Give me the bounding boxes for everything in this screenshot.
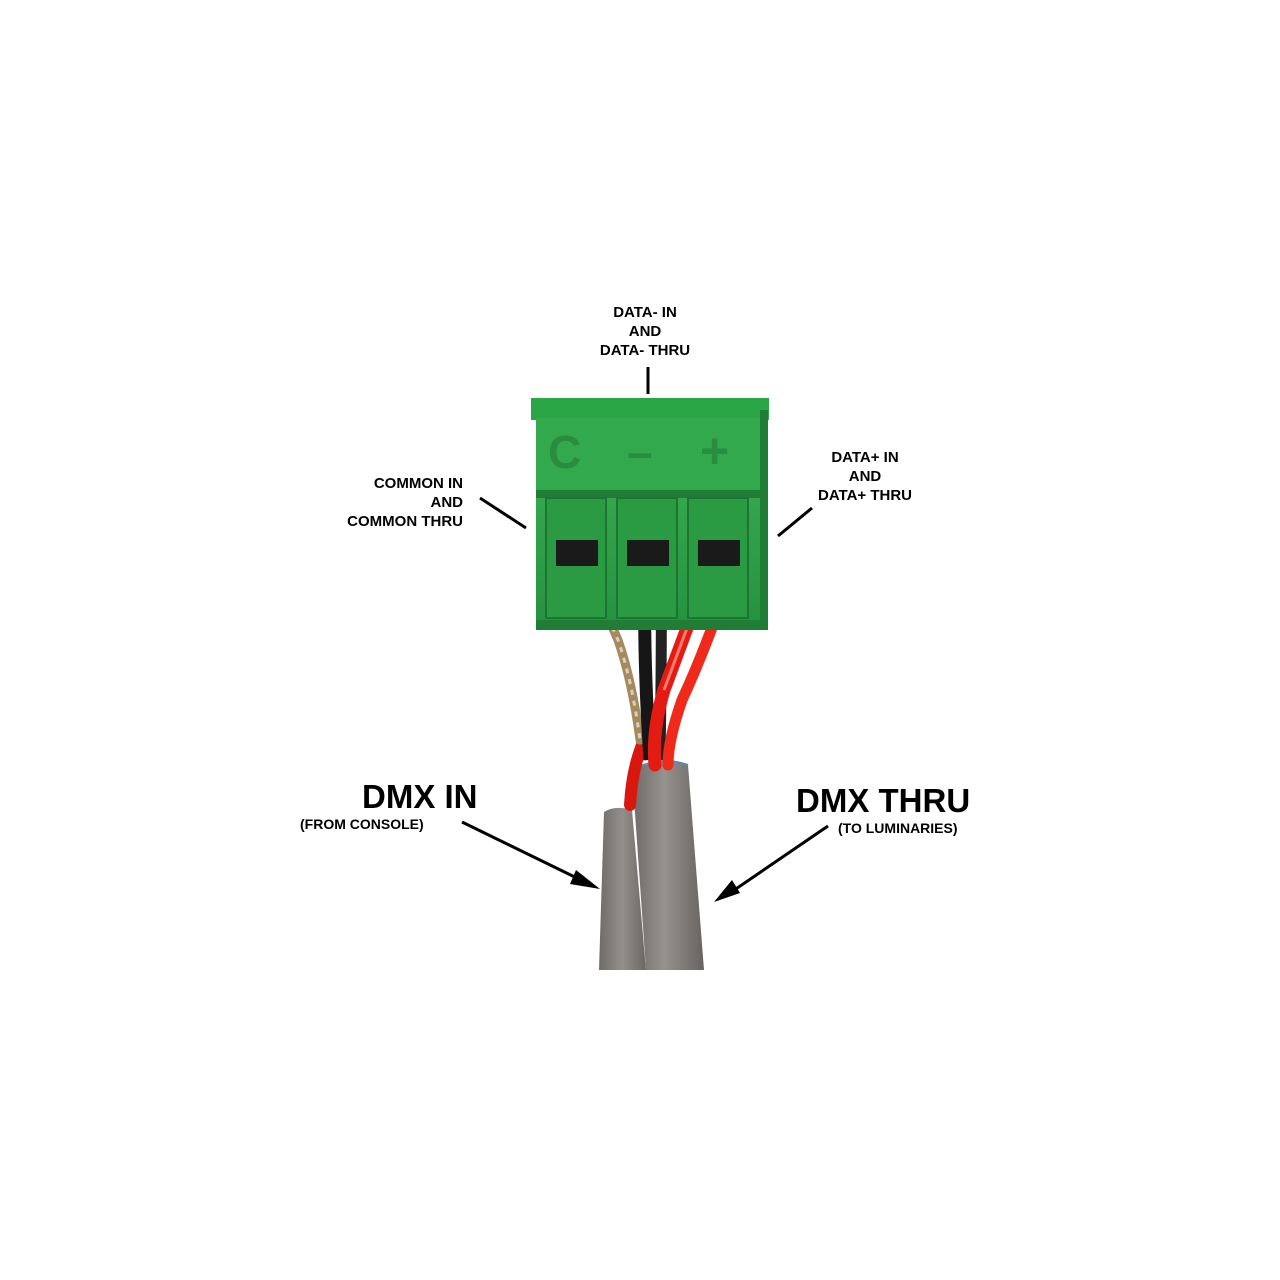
terminal-minus-label: – [627,426,653,478]
common-pointer [479,496,527,530]
dmx-thru-subtitle: (TO LUMINARIES) [838,820,958,836]
dmx-thru-arrowhead [714,880,740,902]
dmx-in-arrow-line [461,820,586,884]
common-label: COMMON IN AND COMMON THRU [300,474,463,531]
data-minus-line-1: DATA- IN [613,304,677,321]
data-plus-pointer [777,506,813,538]
common-line-3: COMMON THRU [347,513,463,530]
common-line-1: COMMON IN [373,475,463,492]
terminal-plus-label: + [700,423,730,479]
terminal-c-label: C [548,426,582,478]
data-plus-label: DATA+ IN AND DATA+ THRU [795,448,935,505]
data-plus-line-2: AND [848,468,882,485]
data-plus-line-3: DATA+ THRU [817,487,913,504]
common-line-2: AND [430,494,464,511]
dmx-in-arrowhead [570,870,600,889]
data-minus-line-3: DATA- THRU [599,342,691,359]
data-minus-label: DATA- IN AND DATA- THRU [560,303,730,360]
dmx-thru-title: DMX THRU [796,782,971,819]
dmx-in-title: DMX IN [362,778,478,815]
data-minus-line-2: AND [628,323,662,340]
dmx-thru-arrow-line [726,824,829,897]
terminal-block [531,398,769,630]
dmx-thru-cable [632,761,704,970]
dmx-in-cable [599,807,646,970]
dmx-in-subtitle: (FROM CONSOLE) [300,816,424,832]
data-plus-line-1: DATA+ IN [831,449,899,466]
